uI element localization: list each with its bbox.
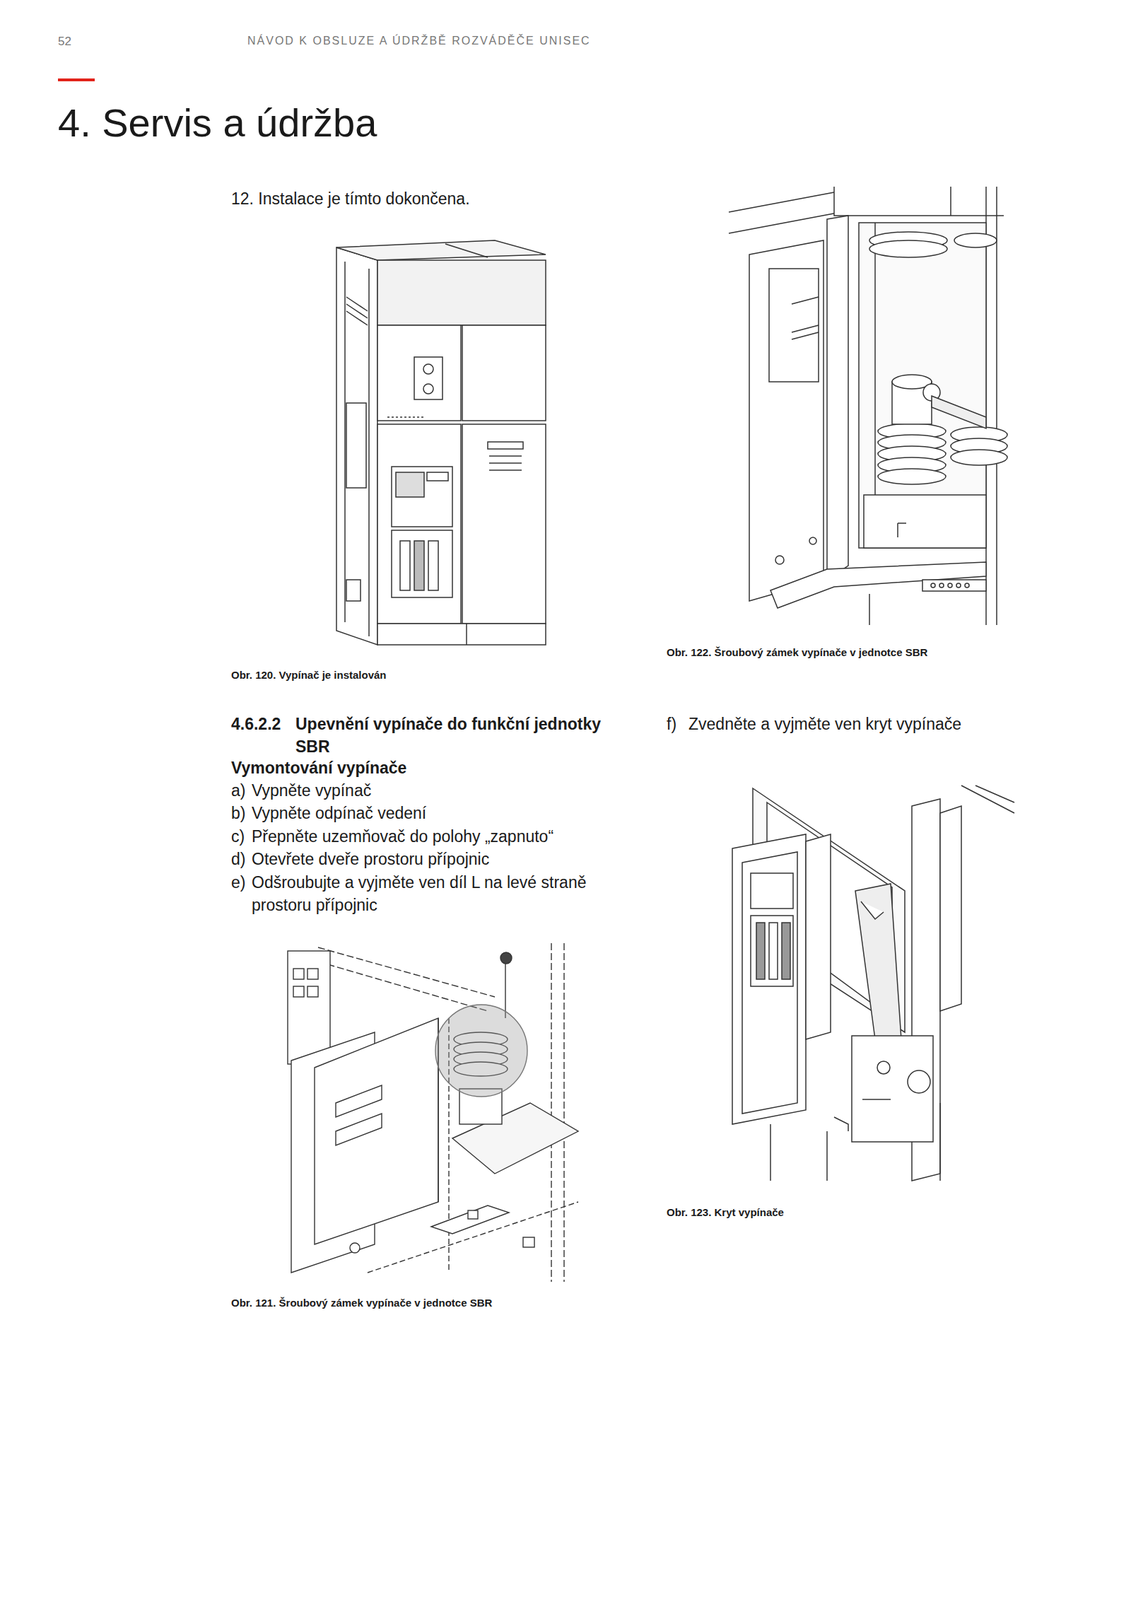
- list-marker: a): [231, 778, 246, 802]
- list-item: Zvedněte a vyjměte ven kryt vypínače: [688, 712, 1085, 736]
- step-text: 12. Instalace je tímto dokončena.: [231, 187, 471, 210]
- breaker-cover-illustration: [732, 785, 1015, 1181]
- section-number: 4.6.2.2: [231, 712, 281, 736]
- running-header: NÁVOD K OBSLUZE A ÚDRŽBĚ ROZVÁDĚČE UNISE…: [247, 33, 591, 49]
- list-item: Vypněte odpínač vedení: [251, 801, 627, 825]
- cabinet-illustration: [336, 240, 546, 645]
- figure-caption: Obr. 122. Šroubový zámek vypínače v jedn…: [666, 644, 928, 660]
- accent-bar: [57, 78, 95, 82]
- figure-caption: Obr. 123. Kryt vypínače: [666, 1204, 784, 1220]
- list-item: Otevřete dveře prostoru přípojnic: [251, 847, 627, 871]
- figure-caption: Obr. 121. Šroubový zámek vypínače v jedn…: [231, 1294, 492, 1310]
- subheading: Vymontování vypínače: [231, 756, 407, 779]
- compartment-illustration: [728, 186, 1008, 625]
- list-item: Vypněte vypínač: [251, 778, 627, 802]
- list-item: Odšroubujte a vyjměte ven díl L na levé …: [251, 870, 627, 917]
- screw-lock-illustration: [287, 942, 579, 1282]
- page-title: 4. Servis a údržba: [57, 98, 377, 147]
- section-heading: Upevnění vypínače do funkční jednotky SB…: [295, 712, 628, 758]
- list-marker: c): [231, 824, 245, 848]
- page-number: 52: [57, 33, 72, 51]
- list-marker: e): [231, 870, 246, 894]
- list-marker: d): [231, 847, 246, 871]
- figure-caption: Obr. 120. Vypínač je instalován: [231, 667, 387, 683]
- list-item: Přepněte uzemňovač do polohy „zapnuto“: [251, 824, 627, 848]
- list-marker: f): [666, 712, 677, 736]
- list-marker: b): [231, 801, 246, 825]
